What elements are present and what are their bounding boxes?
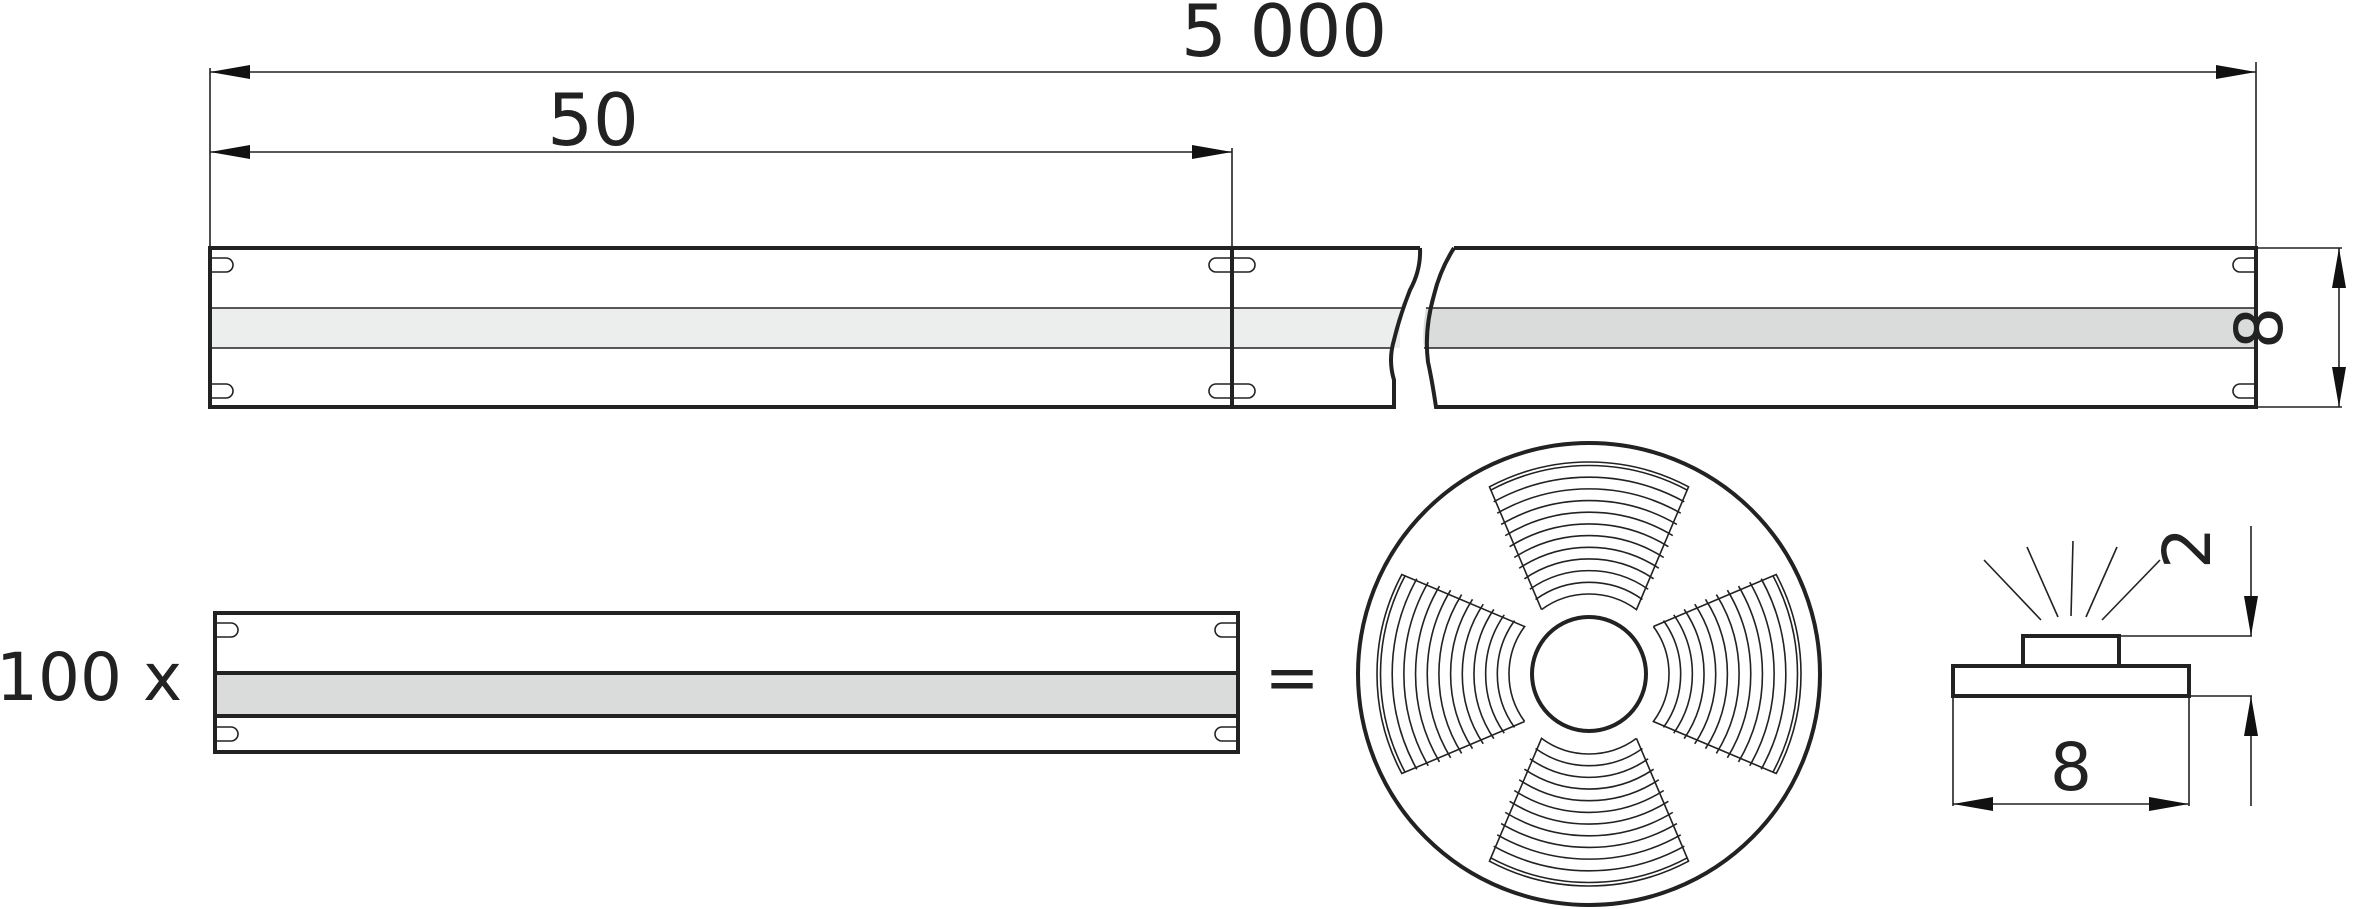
reel-strip-winding (1737, 585, 1764, 763)
reel-strip-winding (1438, 594, 1463, 754)
reel-strip-winding (1509, 523, 1669, 548)
short-strip (213, 611, 1240, 754)
mounting-notches (212, 257, 2254, 399)
reel-strip-winding (1493, 845, 1685, 872)
reel-strip-winding (1513, 789, 1665, 814)
reel-strip-winding (1535, 747, 1643, 767)
reel-strip-winding (1504, 811, 1674, 837)
reel-strip-winding (1461, 603, 1484, 745)
reel-strip-winding (1426, 589, 1452, 759)
reel-strip-winding (1749, 581, 1775, 767)
equals-sign: = (1264, 639, 1319, 716)
reel-strip-winding (1403, 581, 1429, 767)
reel-strip-winding (1500, 822, 1678, 849)
reel-sector (1488, 737, 1690, 887)
strip-width-dimension: 8 (2221, 247, 2346, 408)
reel-strip-winding (1500, 499, 1678, 526)
cross-section-profile: 2 8 (1951, 526, 2258, 811)
reel-strip-winding (1496, 620, 1516, 728)
reel-strip-winding (1449, 598, 1474, 750)
segment-length-label: 50 (547, 78, 639, 162)
profile-height-label: 2 (2149, 527, 2226, 569)
reel-strip-winding (1662, 620, 1682, 728)
reel-strip-winding (1379, 575, 1406, 773)
reel-strip-winding (1493, 476, 1685, 503)
reel (1356, 441, 1822, 907)
reel-strip-winding (1694, 603, 1717, 745)
reel-sector (1376, 573, 1526, 775)
total-length-dimension: 5 000 (209, 0, 2257, 248)
reel-strip-winding (1504, 511, 1674, 537)
reel-sector-outline (1376, 573, 1526, 775)
profile-width-label: 8 (2050, 729, 2092, 806)
reel-strip-winding (1490, 464, 1688, 491)
reel-strip-winding (1484, 614, 1505, 734)
reel-sector (1488, 461, 1690, 611)
long-strip (208, 246, 2258, 409)
reel-strip-winding (1683, 608, 1705, 740)
reel-strip-winding (1496, 834, 1682, 860)
reel-strip-winding (1473, 608, 1495, 740)
reel-strip-winding (1529, 569, 1649, 590)
reel-strip-winding (1391, 578, 1418, 770)
reel-strip-winding (1496, 488, 1682, 514)
reel-sector-outline (1488, 461, 1690, 611)
reel-strip-winding (1535, 581, 1643, 601)
reel-strip-winding (1715, 594, 1740, 754)
reel-strip-winding (1414, 585, 1441, 763)
segment-length-dimension: 50 (210, 78, 1233, 248)
reel-strip-winding (1673, 614, 1694, 734)
reel-strip-winding (1760, 578, 1787, 770)
reel-strip-winding (1518, 779, 1660, 802)
reel-strip-winding (1490, 857, 1688, 884)
strip-width-label: 8 (2221, 307, 2298, 349)
reel-strip-winding (1518, 546, 1660, 569)
reel-strip-winding (1726, 589, 1752, 759)
reel-strip-winding (1513, 534, 1665, 559)
reel-strip-winding (1523, 558, 1655, 580)
reel-strip-winding (1529, 758, 1649, 779)
light-rays-icon (1983, 540, 2161, 621)
reel-strip-winding (1772, 575, 1799, 773)
reel-sector (1652, 573, 1802, 775)
reel-strip-winding (1509, 800, 1669, 825)
reel-strip-winding (1523, 768, 1655, 790)
total-length-label: 5 000 (1181, 0, 1387, 73)
reel-sector-outline (1652, 573, 1802, 775)
quantity-label: 100 x (0, 639, 182, 716)
reel-strip-winding (1704, 598, 1729, 750)
reel-sector-outline (1488, 737, 1690, 887)
